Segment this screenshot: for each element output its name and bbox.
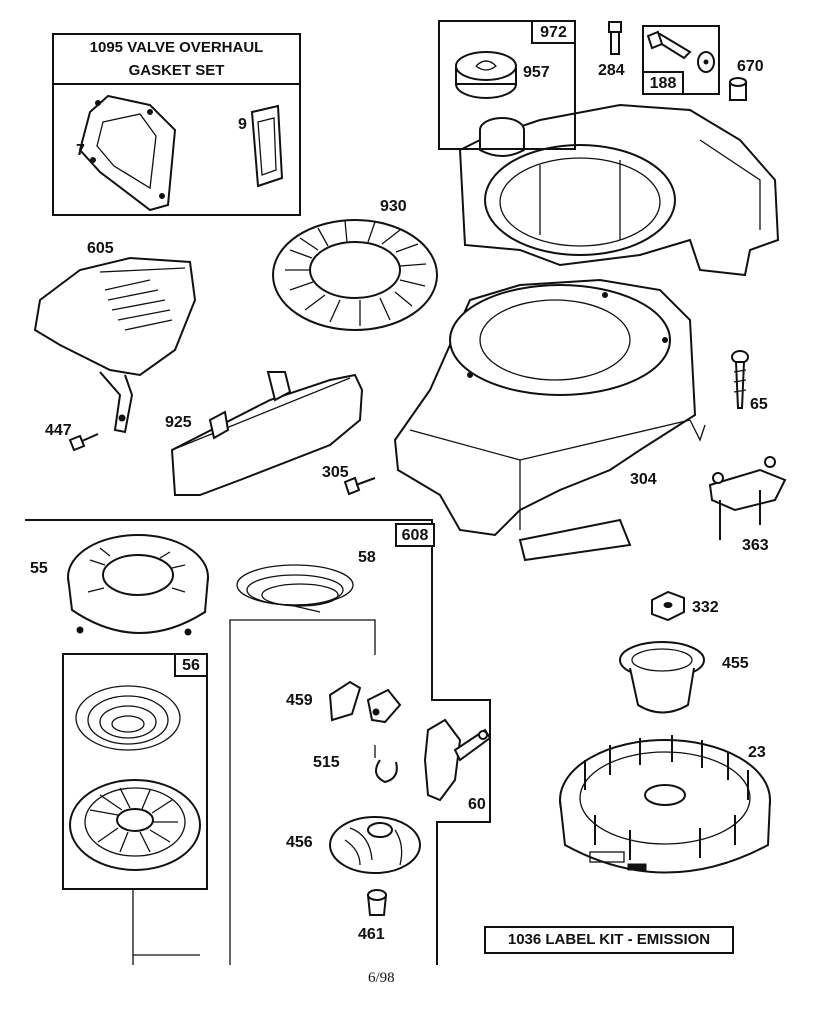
part-label-9: 9	[238, 116, 247, 133]
muffler-guard-605	[33, 256, 197, 434]
starter-cup-455	[619, 641, 705, 714]
spring-56	[75, 685, 181, 751]
screw-447	[68, 433, 99, 452]
screw-461	[366, 889, 388, 916]
part-label-957: 957	[523, 64, 550, 81]
pulley-56	[69, 779, 201, 871]
group-56-box	[62, 653, 208, 890]
part-label-304: 304	[630, 471, 657, 488]
group-56-tag: 56	[174, 653, 208, 677]
footer-code: 6/98	[368, 970, 395, 986]
part-label-670: 670	[737, 58, 764, 75]
part-label-930: 930	[380, 198, 407, 215]
group-608-tag: 608	[395, 523, 435, 547]
label-kit-emission-box: 1036 LABEL KIT - EMISSION	[484, 926, 734, 954]
part-label-456: 456	[286, 834, 313, 851]
starter-handle-60	[423, 718, 492, 802]
part-label-455: 455	[722, 655, 749, 672]
part-label-65: 65	[750, 396, 768, 413]
pawl-459	[328, 680, 402, 724]
part-label-55: 55	[30, 560, 48, 577]
screw-188	[646, 30, 715, 73]
part-label-925: 925	[165, 414, 192, 431]
part-label-58: 58	[358, 549, 376, 566]
part-label-284: 284	[598, 62, 625, 79]
gasket-9	[250, 104, 284, 188]
blower-housing-top	[458, 103, 780, 277]
part-label-332: 332	[692, 599, 719, 616]
starter-rope-58	[236, 564, 354, 613]
part-label-515: 515	[313, 754, 340, 771]
baffle-925	[170, 371, 364, 496]
rotating-screen-930	[272, 219, 438, 331]
group-lines	[25, 519, 491, 965]
part-label-305: 305	[322, 464, 349, 481]
part-label-363: 363	[742, 537, 769, 554]
bolt-284	[608, 21, 622, 55]
group-972-tag: 972	[531, 20, 576, 44]
part-label-461: 461	[358, 926, 385, 943]
group-972-box	[438, 20, 576, 150]
retainer-515	[375, 759, 398, 784]
part-label-7: 7	[76, 142, 85, 159]
group-188-tag: 188	[642, 71, 684, 95]
valve-gasket-kit-title-box	[52, 33, 301, 85]
flywheel-23	[559, 735, 771, 874]
starter-housing-55	[67, 534, 209, 636]
cap-957	[455, 51, 517, 99]
valve-gasket-kit-title-line1: 1095 VALVE OVERHAUL	[89, 39, 264, 56]
screw-305	[343, 476, 376, 496]
blower-housing-304	[393, 278, 706, 562]
part-label-60: 60	[468, 796, 486, 813]
ratchet-456	[329, 816, 421, 874]
valve-gasket-kit-title-line2: GASKET SET	[128, 62, 225, 79]
part-label-605: 605	[87, 240, 114, 257]
screw-65	[731, 350, 749, 409]
gasket-7	[78, 94, 177, 212]
part-label-459: 459	[286, 692, 313, 709]
bracket-363	[708, 456, 787, 540]
nut-332	[651, 590, 685, 622]
part-label-447: 447	[45, 422, 72, 439]
bushing-670	[729, 77, 747, 101]
part-label-23: 23	[748, 744, 766, 761]
